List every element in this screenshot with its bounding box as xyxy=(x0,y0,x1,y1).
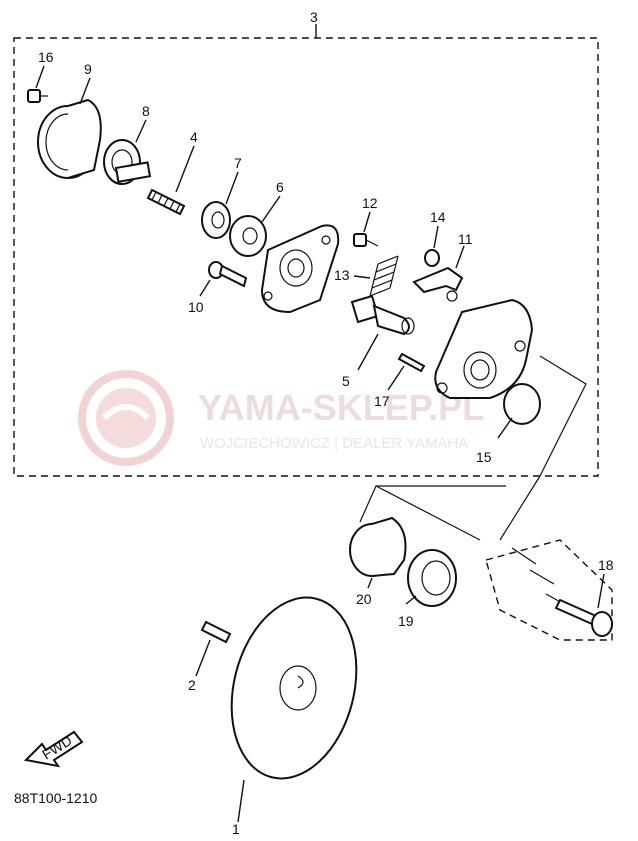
pump-housing xyxy=(260,224,340,314)
part-7-circlip xyxy=(201,201,231,239)
callout-5: 5 xyxy=(342,373,350,389)
callout-2: 2 xyxy=(188,677,196,693)
callout-13: 13 xyxy=(334,267,350,283)
watermark: YAMA-SKLEP.PL WOJCIECHOWICZ | DEALER YAM… xyxy=(78,370,484,466)
part-9-cover xyxy=(37,98,102,179)
callout-10: 10 xyxy=(188,299,204,315)
callout-3: 3 xyxy=(310,9,318,25)
part-20-bushing xyxy=(349,516,407,577)
callout-9: 9 xyxy=(84,61,92,77)
part-8-shaft xyxy=(103,139,152,185)
callout-1: 1 xyxy=(232,821,240,837)
callout-15: 15 xyxy=(476,449,492,465)
callout-18: 18 xyxy=(598,557,614,573)
assembly-link-lines xyxy=(359,355,587,541)
part-19-bearing xyxy=(407,549,457,607)
callout-11: 11 xyxy=(458,231,473,247)
assembly-box xyxy=(13,37,599,477)
part-14-cap xyxy=(424,249,440,267)
callout-16: 16 xyxy=(38,49,54,65)
pump-body xyxy=(434,298,534,399)
part-6-washer xyxy=(229,215,267,257)
watermark-logo-icon xyxy=(78,370,174,466)
part-5-plunger xyxy=(350,294,415,336)
callout-19: 19 xyxy=(398,613,414,629)
part-16-screw xyxy=(27,89,48,103)
part-2-pin xyxy=(200,620,232,644)
part-13-spring xyxy=(369,255,399,297)
fwd-arrow-icon: FWD xyxy=(23,730,84,768)
watermark-title: YAMA-SKLEP.PL xyxy=(198,387,484,428)
callout-7: 7 xyxy=(234,155,242,171)
callout-17: 17 xyxy=(374,393,390,409)
diagram-code: 88T100-1210 xyxy=(14,790,98,806)
callout-6: 6 xyxy=(276,179,284,195)
watermark-subtitle: WOJCIECHOWICZ | DEALER YAMAHA xyxy=(200,435,468,452)
callout-8: 8 xyxy=(142,103,150,119)
callout-4: 4 xyxy=(190,129,198,145)
callout-12: 12 xyxy=(362,195,378,211)
part-18-bolt xyxy=(554,598,613,637)
part-15-seal xyxy=(503,383,541,425)
callout-14: 14 xyxy=(430,209,446,225)
part-10-bolt xyxy=(208,261,248,288)
part-17-pin xyxy=(397,352,426,373)
part-12-bolt xyxy=(353,233,379,247)
part-1-disc xyxy=(230,596,358,780)
part-11-lever xyxy=(412,266,464,302)
part-4-worm-gear xyxy=(146,188,186,216)
callout-20: 20 xyxy=(356,591,372,607)
